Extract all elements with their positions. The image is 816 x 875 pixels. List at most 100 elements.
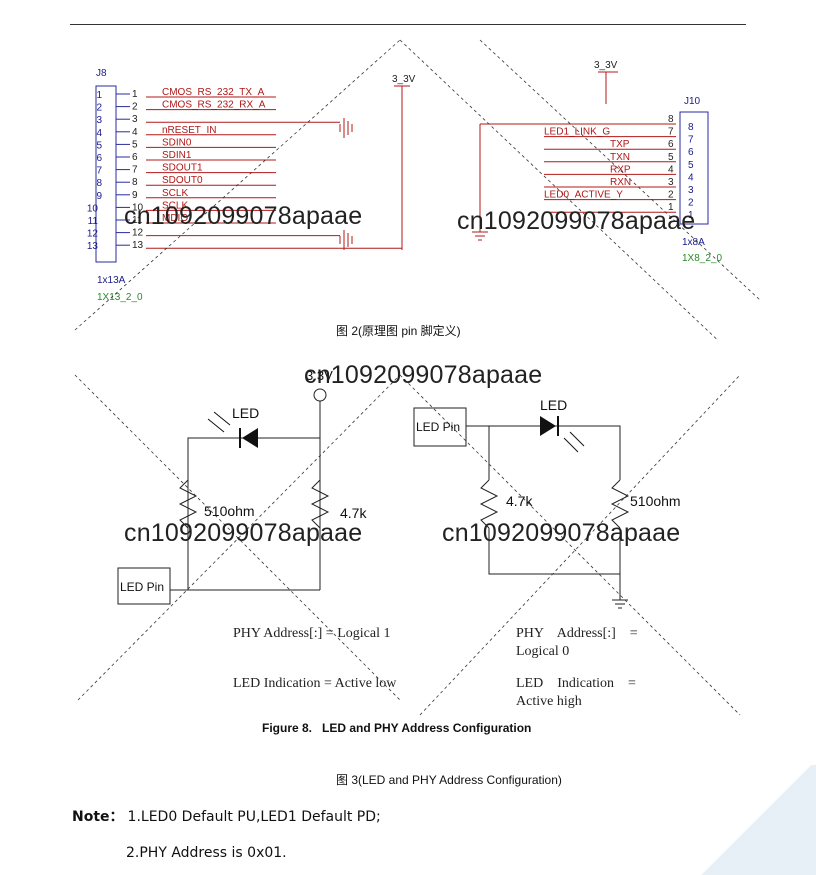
j8-footprint: 1X13_2_0 xyxy=(97,292,143,303)
j10-net-label: RXP xyxy=(610,164,631,175)
j8-pin-number: 5 xyxy=(96,140,102,151)
j8-pin-number: 9 xyxy=(96,191,102,202)
j8-connector-body xyxy=(95,85,117,263)
j10-pin-number: 2 xyxy=(688,198,694,209)
watermark-diagonals-bottom xyxy=(74,374,741,716)
resistor-label-right-1: 4.7k xyxy=(506,493,533,509)
j8-pin-index: 9 xyxy=(132,190,138,201)
j8-pin-number: 11 xyxy=(88,216,99,227)
j8-pin-index: 6 xyxy=(132,152,138,163)
note-line-1: Note：1.LED0 Default PU,LED1 Default PD; xyxy=(72,806,381,826)
power-label-right: 3_3V xyxy=(594,60,618,71)
led-pin-box-right xyxy=(413,407,467,447)
j10-connector-body xyxy=(679,111,709,225)
resistor-510ohm-left xyxy=(178,479,198,529)
resistor-label-left-2: 4.7k xyxy=(340,505,367,521)
led-pin-box-left xyxy=(117,567,171,605)
j10-footprint: 1X8_2_0 xyxy=(682,253,722,264)
j8-pin-index: 13 xyxy=(132,240,144,251)
note-label: Note： xyxy=(72,809,124,825)
led-diode-right xyxy=(540,416,556,436)
j8-net-label: MDIO xyxy=(162,213,188,224)
j10-net-label: LED1_LINK_G xyxy=(544,127,610,138)
j10-net-label: TXN xyxy=(610,152,630,163)
j8-pin-number: 3 xyxy=(96,115,102,126)
j8-net-label: SCLK xyxy=(162,200,188,211)
j8-net-label: nRESET_IN xyxy=(162,125,216,136)
led-indication-right-line2: Active high xyxy=(516,694,582,709)
j8-pin-index: 12 xyxy=(132,228,144,239)
resistor-label-left-1: 510ohm xyxy=(204,503,255,519)
j10-pin-index: 7 xyxy=(668,127,674,138)
watermark-diagonals-top xyxy=(74,39,761,340)
j10-net-label: TXP xyxy=(610,139,630,150)
j8-net-label: SDOUT1 xyxy=(162,163,203,174)
led-indication-right-line1: LED Indication = xyxy=(516,676,636,691)
j10-pin-number: 4 xyxy=(688,172,694,183)
j8-pin-number: 12 xyxy=(87,229,99,240)
j8-pin-index: 2 xyxy=(132,102,138,113)
power-label-left: 3_3V xyxy=(392,74,416,85)
j10-net-label: RXN xyxy=(610,177,631,188)
caption-figure-2: 图 2(原理图 pin 脚定义) xyxy=(336,324,461,338)
header-rule xyxy=(70,24,746,25)
led-indication-left: LED Indication = Active low xyxy=(233,676,397,691)
j8-pin-index: 4 xyxy=(132,127,138,138)
j8-pin-index: 10 xyxy=(132,202,144,213)
resistor-4k7-right xyxy=(479,479,499,529)
j10-pin-index: 3 xyxy=(668,177,674,188)
j10-net-label: LED0_ACTIVE_Y xyxy=(544,190,623,201)
ground-symbol-3 xyxy=(472,231,488,241)
phy-address-right-line2: Logical 0 xyxy=(516,644,570,659)
led-label-left: LED xyxy=(232,405,260,421)
j8-pin-index: 1 xyxy=(132,89,138,100)
j8-pin-index: 11 xyxy=(132,215,143,226)
j10-pin-number: 5 xyxy=(688,160,694,171)
j10-pin-number: 7 xyxy=(688,135,694,146)
j8-net-label: SDIN1 xyxy=(162,150,192,161)
j8-net-label: SDIN0 xyxy=(162,137,192,148)
phy-address-right-line1: PHY Address[:] = xyxy=(516,626,638,641)
ground-symbol-1 xyxy=(339,118,353,138)
j10-pins: 8877LED1_LINK_G66TXP55TXN44RXP33RXN22LED… xyxy=(544,114,694,221)
led-diode-left xyxy=(242,428,258,448)
j8-type: 1x13A xyxy=(97,275,126,286)
ground-symbol-2 xyxy=(339,230,353,250)
j10-pin-index: 5 xyxy=(668,152,674,163)
j8-pin-number: 6 xyxy=(96,153,102,164)
led-pin-label-right: LED Pin xyxy=(416,420,461,434)
j10-pin-index: 4 xyxy=(668,164,674,175)
j8-pin-number: 1 xyxy=(96,90,102,101)
j10-pin-number: 6 xyxy=(688,147,694,158)
j8-pin-index: 7 xyxy=(132,165,138,176)
j10-pin-number: 8 xyxy=(688,122,694,133)
watermark-text-4: cn1092099078apaae xyxy=(124,519,363,547)
j10-pin-number: 1 xyxy=(688,210,694,221)
j8-pin-number: 10 xyxy=(87,203,99,214)
j8-pin-index: 8 xyxy=(132,177,138,188)
watermark-text-2: cn1092099078apaae xyxy=(457,207,696,235)
phy-address-left: PHY Address[:] = Logical 1 xyxy=(233,626,391,641)
watermark-text-3: cn1092099078apaae xyxy=(304,361,543,389)
j8-net-label: CMOS_RS_232_TX_A xyxy=(162,87,265,98)
resistor-4k7-left xyxy=(310,479,330,529)
j8-pin-index: 3 xyxy=(132,114,138,125)
j8-net-label: SCLK xyxy=(162,188,188,199)
j10-pin-index: 8 xyxy=(668,114,674,125)
j10-pin-index: 6 xyxy=(668,139,674,150)
led-phy-figure xyxy=(74,374,741,716)
j8-pin-number: 7 xyxy=(96,166,102,177)
note-text-1: 1.LED0 Default PU,LED1 Default PD; xyxy=(127,809,381,825)
vcc-label-left: 3.3V xyxy=(306,368,333,383)
watermark-text-1: cn1092099078apaae xyxy=(124,202,363,230)
j8-net-label: SDOUT0 xyxy=(162,175,203,186)
j10-pin-index: 2 xyxy=(668,190,674,201)
note-line-2: 2.PHY Address is 0x01. xyxy=(126,845,287,861)
j8-pin-number: 8 xyxy=(96,178,102,189)
page-corner-decoration xyxy=(696,765,816,875)
led-label-right: LED xyxy=(540,397,568,413)
j8-ref: J8 xyxy=(96,68,107,79)
j10-type: 1x8A xyxy=(682,237,705,248)
